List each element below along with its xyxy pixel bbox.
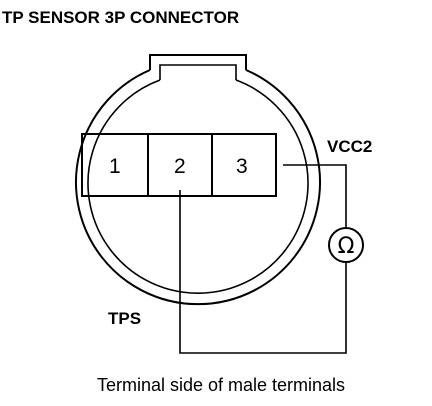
tps-label: TPS [108, 309, 141, 328]
terminal-label-3: 3 [236, 155, 248, 178]
terminal-block: 1 2 3 [81, 133, 277, 197]
ohmmeter: Ω [328, 227, 364, 263]
terminal-cell-3 [211, 133, 277, 197]
terminal-label-2: 2 [174, 155, 186, 178]
vcc2-label: VCC2 [327, 137, 372, 156]
connector-housing [75, 54, 321, 306]
test-wiring [179, 164, 347, 354]
wire-vcc2 [283, 164, 347, 228]
terminal-label-1: 1 [109, 155, 121, 178]
diagram-title: TP SENSOR 3P CONNECTOR [2, 8, 239, 27]
diagram-caption: Terminal side of male terminals [97, 375, 345, 395]
ohm-icon: Ω [338, 234, 355, 259]
wire-tps [179, 190, 347, 354]
ohmmeter-body [328, 227, 364, 263]
